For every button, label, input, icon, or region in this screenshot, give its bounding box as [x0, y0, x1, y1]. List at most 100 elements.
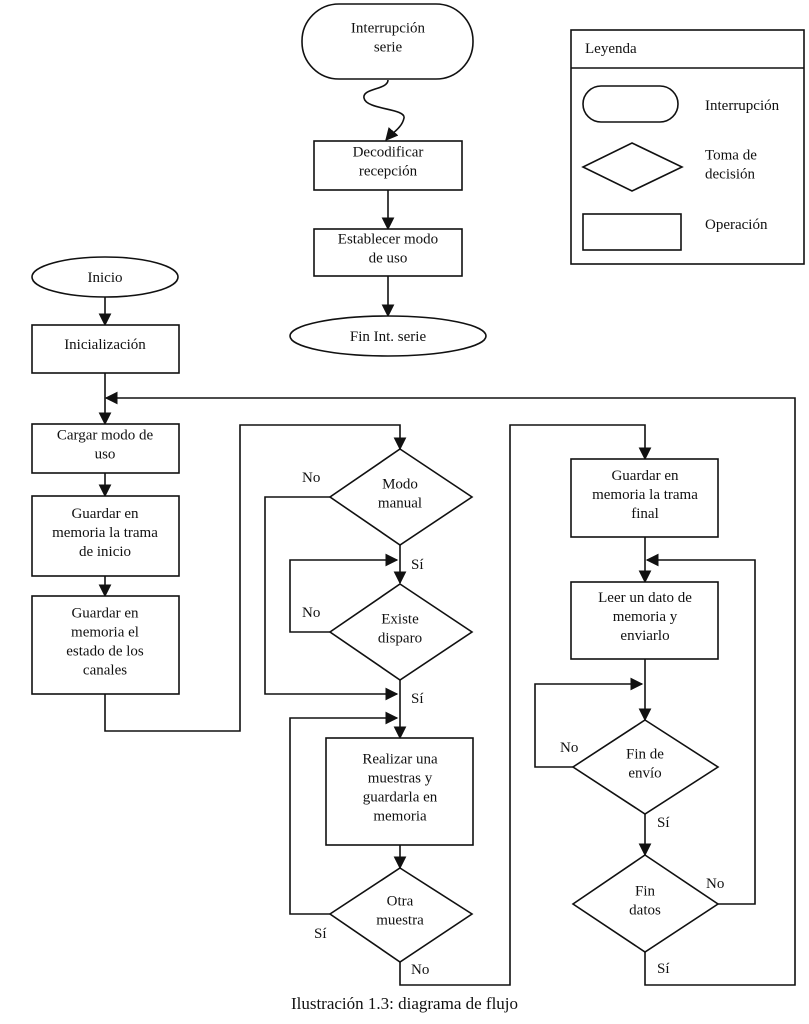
connector-fin-datos-no: [645, 553, 756, 905]
node-text-line: estado de los: [66, 644, 144, 660]
terminal-fin-int-serie: [289, 315, 487, 357]
node-text-line: memoria el: [71, 625, 139, 641]
node-text-line: Decodificar: [353, 145, 424, 161]
node-text-line: de inicio: [79, 544, 131, 560]
edge-label-otra-muestra-no: No: [411, 962, 429, 978]
node-text-line: Guardar en: [71, 606, 139, 622]
node-text-line: Otra: [387, 894, 414, 910]
node-text-line: Cargar modo de: [57, 428, 154, 444]
edge-label-existe-disparo-no: No: [302, 605, 320, 621]
connector-fin-datos-si: [644, 952, 712, 986]
connector-modo-manual-no: [264, 496, 399, 701]
edge-label-fin-envio-no: No: [560, 740, 578, 756]
node-text-otra-muestra: Otra muestra: [376, 894, 424, 929]
legend-decision-shape: [581, 142, 684, 192]
node-text-line: disparo: [378, 631, 422, 647]
node-text-line: Interrupción: [351, 21, 426, 37]
process-guardar-trama-final: [570, 458, 719, 538]
edge-labels: No Sí No Sí Sí No No Sí No Sí: [302, 470, 724, 978]
node-text-modo-manual: Modo manual: [378, 477, 422, 512]
process-guardar-estado-canales: [31, 595, 180, 695]
node-text-cargar-modo: Cargar modo de uso: [57, 428, 154, 463]
node-text-guardar-estado: Guardar en memoria el estado de los canales: [66, 606, 144, 679]
node-text-line: Realizar una: [362, 752, 438, 768]
node-text-line: enviarlo: [620, 628, 669, 644]
node-text-line: canales: [83, 663, 127, 679]
node-text-inicio: Inicio: [88, 270, 123, 286]
node-text-int-serie: Interrupción serie: [351, 21, 426, 56]
legend-label-interrupcion: Interrupción: [705, 98, 780, 114]
edge-label-modo-manual-no: No: [302, 470, 320, 486]
node-text-line: Modo: [382, 477, 418, 493]
decision-otra-muestra: [328, 867, 474, 963]
legend-title: Leyenda: [585, 41, 637, 57]
node-text-line: recepción: [359, 164, 418, 180]
edge-label-modo-manual-si: Sí: [411, 557, 424, 573]
edge-label-existe-disparo-si: Sí: [411, 691, 424, 707]
nodes: Interrupción serie Decodificar recepción E…: [31, 3, 720, 963]
node-text-guardar-final: Guardar en memoria la trama final: [592, 468, 698, 522]
node-text-line: Operación: [705, 217, 768, 233]
node-text-line: muestra: [376, 913, 424, 929]
node-text-inicializacion: Inicialización: [64, 337, 146, 353]
node-text-line: Existe: [381, 612, 419, 628]
node-text-line: memoria: [373, 809, 427, 825]
node-text-line: Establecer modo: [338, 232, 438, 248]
terminal-interrupcion-serie: [301, 3, 474, 80]
edge-label-fin-envio-si: Sí: [657, 815, 670, 831]
node-text-line: guardarla en: [363, 790, 438, 806]
node-text-line: Guardar en: [71, 506, 139, 522]
node-text-establecer: Establecer modo de uso: [338, 232, 438, 267]
figure-caption: Ilustración 1.3: diagrama de flujo: [290, 994, 519, 1013]
edge-label-otra-muestra-si: Sí: [314, 926, 327, 942]
node-text-line: manual: [378, 496, 422, 512]
node-text-realizar: Realizar una muestras y guardarla en memori…: [362, 752, 438, 825]
decision-modo-manual: [328, 448, 474, 546]
node-text-line: uso: [95, 447, 116, 463]
node-text-line: Leer un dato de: [598, 590, 692, 606]
node-text-fin-int: Fin Int. serie: [350, 329, 427, 345]
node-text-line: decisión: [705, 167, 755, 183]
node-text-line: Guardar en: [611, 468, 679, 484]
decision-fin-datos: [571, 854, 720, 953]
connectors: [98, 79, 796, 986]
process-guardar-trama-inicio: [31, 495, 180, 577]
connector-otra-muestra-si: [289, 711, 399, 915]
node-text-line: muestras y: [368, 771, 433, 787]
process-cargar-modo: [31, 423, 180, 474]
connector-estado-to-col2: [104, 424, 407, 732]
node-text-line: Toma de: [705, 148, 757, 164]
connector-fin-envio-no: [534, 677, 644, 768]
node-text-existe-disparo: Existe disparo: [378, 612, 422, 647]
edge-label-fin-datos-no: No: [706, 876, 724, 892]
node-text-line: Inicialización: [64, 337, 146, 353]
decision-existe-disparo: [328, 583, 474, 681]
decision-fin-envio: [571, 719, 720, 815]
terminal-inicio: [31, 256, 179, 298]
node-text-line: memoria la trama: [52, 525, 158, 541]
edge-label-fin-datos-si: Sí: [657, 961, 670, 977]
connector-loop-return: [104, 391, 796, 986]
node-text-decodificar: Decodificar recepción: [353, 145, 424, 180]
process-inicializacion: [31, 324, 180, 374]
node-text-line: final: [631, 506, 659, 522]
node-text-line: datos: [629, 903, 661, 919]
node-text-line: Interrupción: [705, 98, 780, 114]
connector-interrupt-squiggle: [363, 79, 405, 141]
process-decodificar: [313, 140, 463, 191]
connector-existe-disparo-no: [289, 553, 399, 633]
connector-otra-muestra-no: [399, 424, 652, 986]
node-text-line: de uso: [369, 251, 408, 267]
legend-label-toma-decision: Toma de decisión: [705, 148, 757, 183]
legend: Leyenda Interrupción Toma de decisión Ope…: [570, 29, 805, 265]
node-text-guardar-inicio: Guardar en memoria la trama de inicio: [52, 506, 158, 560]
node-text-line: memoria la trama: [592, 487, 698, 503]
process-realizar-muestras: [325, 737, 474, 846]
node-text-line: serie: [374, 40, 403, 56]
legend-process-shape: [582, 213, 682, 251]
node-text-line: Inicio: [88, 270, 123, 286]
node-text-line: envío: [628, 766, 661, 782]
